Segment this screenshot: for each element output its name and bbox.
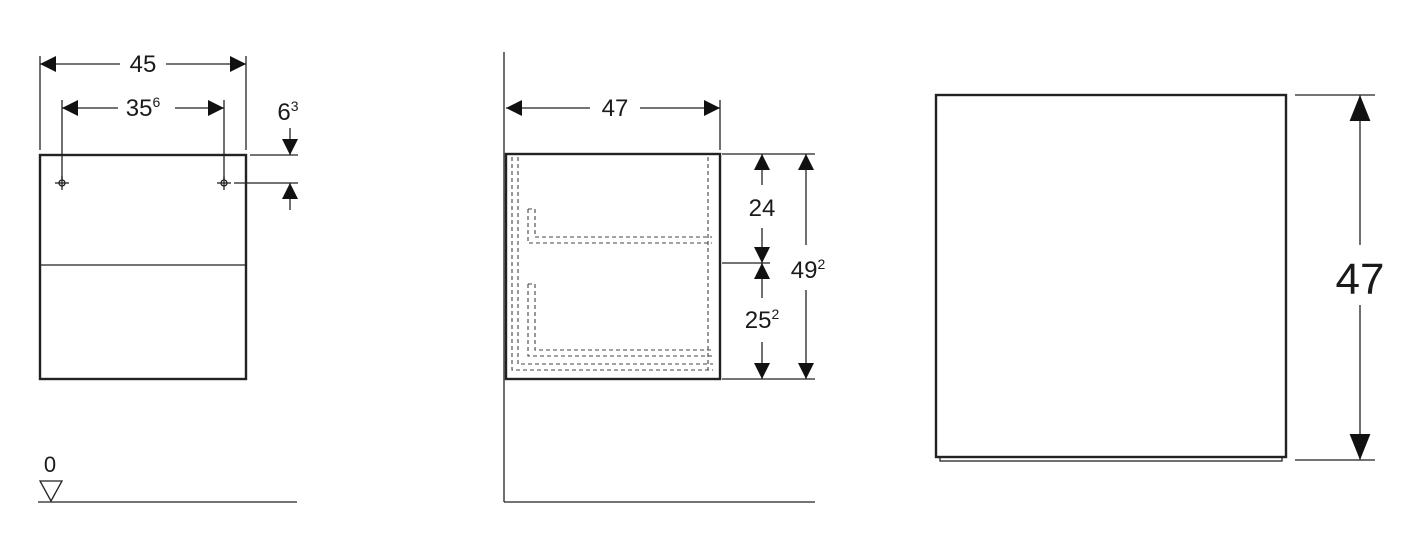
mounting-hole-icon	[55, 176, 69, 190]
panel-view: 47	[934, 93, 1385, 462]
width-dimension: 45	[130, 51, 157, 78]
total-height-dimension: 492	[791, 256, 826, 284]
hole-spacing-dimension: 356	[126, 94, 161, 122]
cabinet-side-outline	[504, 152, 722, 381]
floor-level-label: 0	[44, 452, 56, 477]
upper-drawer-dimension: 24	[749, 195, 776, 222]
hole-offset-dimension: 63	[277, 98, 298, 126]
panel-outline	[934, 93, 1288, 459]
depth-dimension: 47	[602, 95, 629, 122]
panel-height-dimension: 47	[1336, 255, 1385, 304]
floor-level-marker-icon	[38, 480, 64, 503]
cabinet-front-outline	[38, 153, 248, 381]
mounting-hole-icon	[217, 176, 231, 190]
side-view: 47 24 252 492	[503, 52, 826, 503]
lower-drawer-dimension: 252	[745, 306, 780, 334]
front-view: 45 356 63 0	[38, 51, 299, 503]
